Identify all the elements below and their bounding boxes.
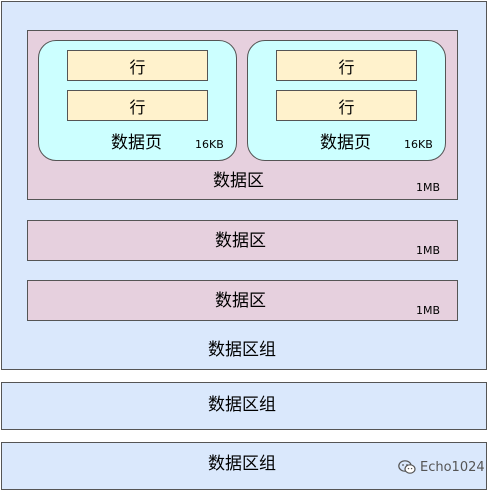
extent-group-label: 数据区组 xyxy=(208,395,276,415)
extent-size: 1MB xyxy=(416,181,441,194)
extent-label: 数据区 xyxy=(213,171,264,191)
row-label: 行 xyxy=(129,57,146,77)
extent-label: 数据区 xyxy=(215,231,266,251)
row-label: 行 xyxy=(338,97,355,117)
watermark-text: Echo1024 xyxy=(420,460,485,475)
extent-size: 1MB xyxy=(416,304,441,317)
data-page-size: 16KB xyxy=(195,138,224,151)
row-1-2: 行 xyxy=(67,90,208,121)
watermark: Echo1024 xyxy=(398,460,485,475)
row-1-1: 行 xyxy=(67,50,208,81)
row-label: 行 xyxy=(129,97,146,117)
extent-3 xyxy=(27,280,458,321)
extent-group-label: 数据区组 xyxy=(208,340,276,360)
row-2-2: 行 xyxy=(276,90,417,121)
data-page-label: 数据页 xyxy=(111,133,162,153)
extent-group-label: 数据区组 xyxy=(208,454,276,474)
extent-2 xyxy=(27,220,458,261)
extent-label: 数据区 xyxy=(215,291,266,311)
row-2-1: 行 xyxy=(276,50,417,81)
data-page-label: 数据页 xyxy=(320,133,371,153)
extent-group-2 xyxy=(1,382,487,430)
data-page-size: 16KB xyxy=(404,138,433,151)
extent-size: 1MB xyxy=(416,244,441,257)
row-label: 行 xyxy=(338,57,355,77)
wechat-icon xyxy=(398,460,416,475)
